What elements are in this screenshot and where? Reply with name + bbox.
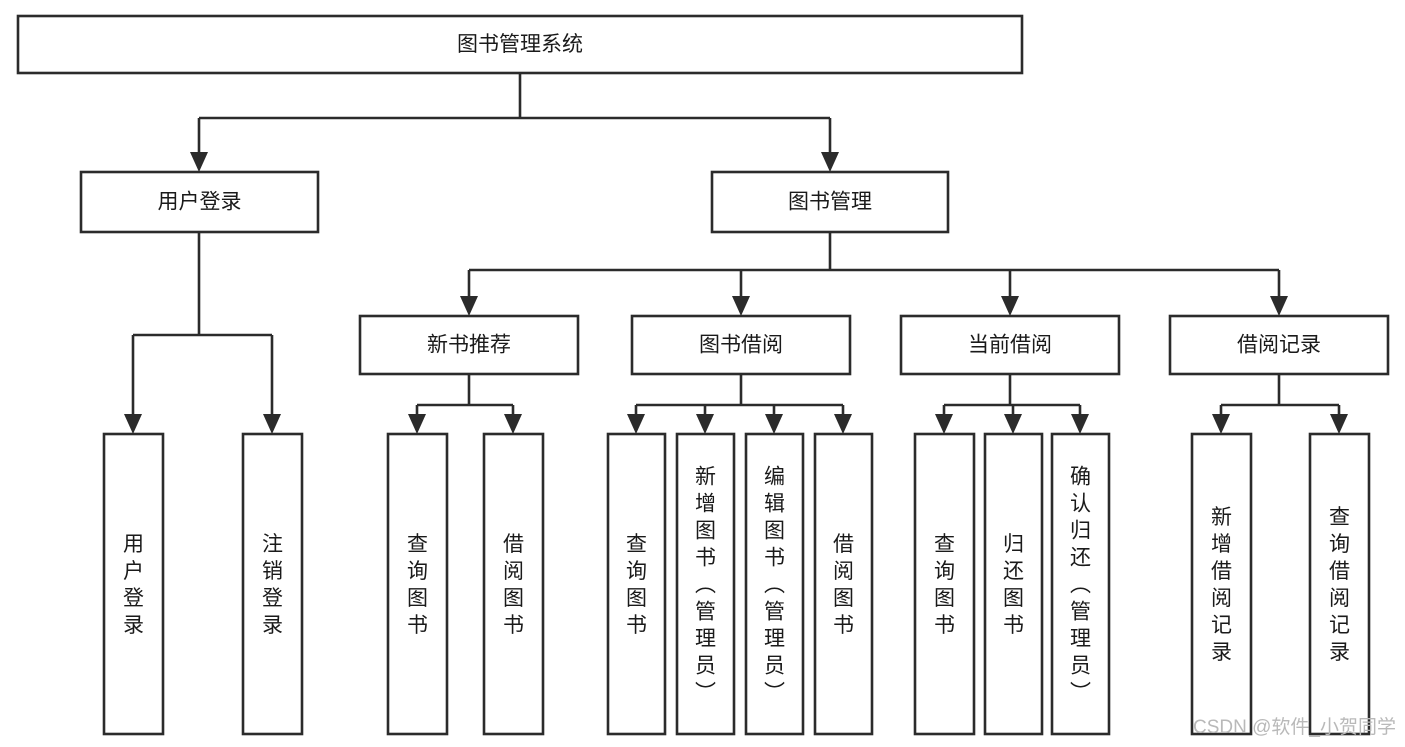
connector-bookborrow-to-leaves (627, 374, 852, 434)
node-box-leaf-query-book-rec[interactable] (386, 432, 449, 736)
node-box-leaf-query-book[interactable] (606, 432, 667, 736)
node-leaf-confirm-return-admin[interactable]: 确认归还︵管理员︶ (1050, 432, 1111, 736)
node-label-current-borrow: 当前借阅 (968, 334, 1052, 357)
node-box-leaf-query-borrow-record[interactable] (1308, 432, 1371, 736)
node-layer: 图书管理系统用户登录图书管理新书推荐图书借阅当前借阅借阅记录用户登录注销登录查询… (16, 14, 1390, 736)
node-box-new-book-recommend[interactable] (358, 314, 580, 376)
node-label-leaf-add-borrow-record: 新增借阅记录 (1211, 506, 1232, 664)
connector-currentborrow-to-leaves (935, 374, 1089, 434)
node-leaf-add-borrow-record[interactable]: 新增借阅记录 (1190, 432, 1253, 736)
node-new-book-recommend[interactable]: 新书推荐 (358, 314, 580, 376)
node-box-leaf-return-book[interactable] (983, 432, 1044, 736)
node-current-borrow[interactable]: 当前借阅 (899, 314, 1121, 376)
node-label-root: 图书管理系统 (457, 33, 583, 56)
node-box-leaf-add-borrow-record[interactable] (1190, 432, 1253, 736)
node-box-borrow-record[interactable] (1168, 314, 1390, 376)
node-label-leaf-borrow-book-rec: 借阅图书 (503, 533, 524, 637)
node-label-leaf-user-logout: 注销登录 (262, 533, 283, 637)
node-box-leaf-borrow-book-rec[interactable] (482, 432, 545, 736)
node-box-leaf-query-book-cur[interactable] (913, 432, 976, 736)
node-leaf-query-book-rec[interactable]: 查询图书 (386, 432, 449, 736)
node-label-leaf-borrow-book: 借阅图书 (833, 533, 854, 637)
node-label-borrow-record: 借阅记录 (1237, 334, 1321, 357)
node-label-book-borrow: 图书借阅 (699, 334, 783, 357)
node-root[interactable]: 图书管理系统 (16, 14, 1024, 75)
node-label-leaf-query-book: 查询图书 (626, 533, 647, 637)
node-leaf-query-book[interactable]: 查询图书 (606, 432, 667, 736)
node-box-book-manage[interactable] (710, 170, 950, 234)
node-leaf-add-book-admin[interactable]: 新增图书︵管理员︶ (675, 432, 736, 736)
node-label-leaf-edit-book-admin: 编辑图书︵管理员︶ (764, 466, 785, 705)
node-borrow-record[interactable]: 借阅记录 (1168, 314, 1390, 376)
node-label-leaf-add-book-admin: 新增图书︵管理员︶ (695, 466, 716, 705)
node-box-leaf-user-logout[interactable] (241, 432, 304, 736)
node-leaf-query-book-cur[interactable]: 查询图书 (913, 432, 976, 736)
node-box-root[interactable] (16, 14, 1024, 75)
connector-userlogin-to-leaves (124, 232, 281, 434)
node-box-leaf-edit-book-admin[interactable] (744, 432, 805, 736)
node-leaf-edit-book-admin[interactable]: 编辑图书︵管理员︶ (744, 432, 805, 736)
node-label-leaf-user-login: 用户登录 (123, 533, 144, 637)
connector-borrowrecord-to-leaves (1212, 374, 1348, 434)
node-leaf-borrow-book[interactable]: 借阅图书 (813, 432, 874, 736)
node-box-leaf-user-login[interactable] (102, 432, 165, 736)
node-leaf-query-borrow-record[interactable]: 查询借阅记录 (1308, 432, 1371, 736)
node-leaf-return-book[interactable]: 归还图书 (983, 432, 1044, 736)
node-label-leaf-query-borrow-record: 查询借阅记录 (1329, 506, 1350, 664)
node-label-user-login: 用户登录 (158, 191, 242, 214)
connector-newbook-to-leaves (408, 374, 522, 434)
node-leaf-user-login[interactable]: 用户登录 (102, 432, 165, 736)
node-label-leaf-query-book-cur: 查询图书 (934, 533, 955, 637)
connector-root-to-level2 (190, 73, 839, 172)
connector-bookmanage-to-level3 (460, 232, 1288, 316)
node-book-manage[interactable]: 图书管理 (710, 170, 950, 234)
node-label-leaf-confirm-return-admin: 确认归还︵管理员︶ (1070, 466, 1091, 705)
node-box-leaf-confirm-return-admin[interactable] (1050, 432, 1111, 736)
connector-layer (124, 73, 1348, 434)
node-box-leaf-add-book-admin[interactable] (675, 432, 736, 736)
node-leaf-borrow-book-rec[interactable]: 借阅图书 (482, 432, 545, 736)
node-box-current-borrow[interactable] (899, 314, 1121, 376)
node-leaf-user-logout[interactable]: 注销登录 (241, 432, 304, 736)
node-user-login[interactable]: 用户登录 (79, 170, 320, 234)
node-box-user-login[interactable] (79, 170, 320, 234)
csdn-watermark: CSDN @软件_小贺同学 (1193, 716, 1396, 738)
node-label-leaf-query-book-rec: 查询图书 (407, 533, 428, 637)
node-box-book-borrow[interactable] (630, 314, 852, 376)
node-box-leaf-borrow-book[interactable] (813, 432, 874, 736)
node-label-leaf-return-book: 归还图书 (1003, 533, 1024, 637)
node-book-borrow[interactable]: 图书借阅 (630, 314, 852, 376)
node-label-new-book-recommend: 新书推荐 (427, 334, 511, 357)
node-label-book-manage: 图书管理 (788, 191, 872, 214)
